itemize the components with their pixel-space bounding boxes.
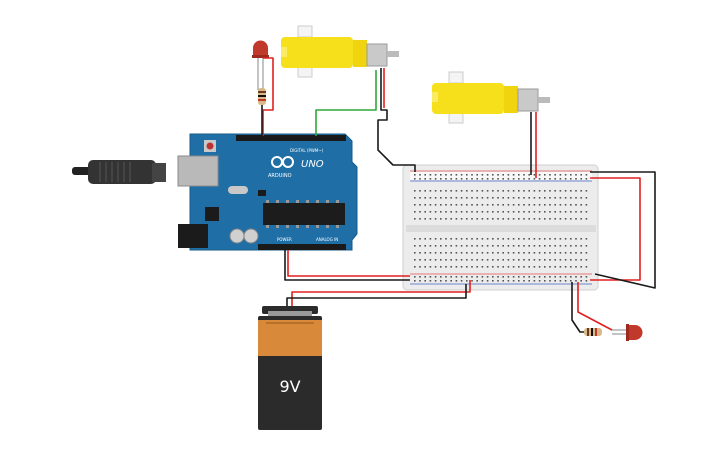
power-label: POWER: [277, 237, 292, 242]
battery-label: 9V: [279, 377, 300, 396]
digital-header: [236, 135, 346, 141]
usb-cable: [72, 167, 92, 175]
digital-label: DIGITAL (PWM~): [290, 148, 324, 153]
battery-9v[interactable]: 9V: [258, 306, 322, 430]
dc-motor-2[interactable]: [432, 71, 550, 124]
led-2[interactable]: [612, 324, 643, 341]
usb-plug: [88, 160, 156, 184]
power-analog-header: [258, 244, 346, 250]
resistor-2[interactable]: [584, 328, 602, 336]
atmega-chip: [263, 203, 345, 225]
arduino-logo-icon: [271, 156, 294, 168]
breadboard[interactable]: [402, 164, 599, 291]
arduino-uno-board[interactable]: UNO ARDUINO DIGITAL (PWM~) POWER ANALOG …: [72, 133, 358, 251]
dc-motor-1[interactable]: [281, 25, 399, 78]
resistor-1[interactable]: [258, 88, 266, 105]
board-logo-text: ARDUINO: [268, 173, 292, 179]
board-brand: UNO: [301, 159, 324, 170]
led-1[interactable]: [252, 40, 269, 95]
analog-label: ANALOG IN: [316, 237, 338, 242]
wires: [261, 57, 656, 333]
